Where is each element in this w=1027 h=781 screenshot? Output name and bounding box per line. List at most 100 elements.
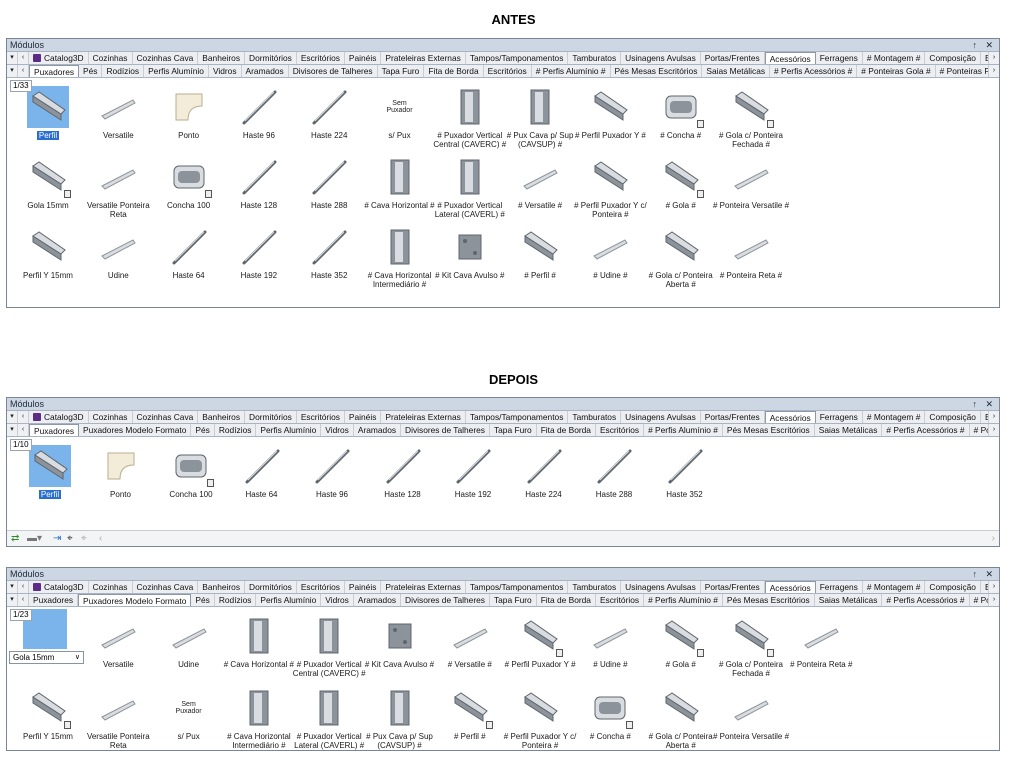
catalog-item-perfil-puxador-y[interactable]: # Perfil Puxador Y # <box>571 86 649 140</box>
tab-catalog3d[interactable]: Catalog3D <box>29 581 89 593</box>
scroll-left-icon[interactable]: ‹ <box>18 52 29 64</box>
catalog-item-versatile-ponteira-reta[interactable]: Versatile Ponteira Reta <box>79 156 157 220</box>
scroll-right-icon[interactable]: › <box>988 581 999 593</box>
catalog-item-gola-c-ponteira-aberta[interactable]: # Gola c/ Ponteira Aberta # <box>642 687 720 750</box>
scroll-right-icon[interactable]: › <box>991 533 995 544</box>
tab-ponteiras-perfil-y[interactable]: # Ponteiras Perfil Y # <box>935 65 999 77</box>
tab-montagem[interactable]: # Montagem # <box>862 581 926 593</box>
tab-prateleiras-externas[interactable]: Prateleiras Externas <box>381 52 466 64</box>
dropdown-icon[interactable]: ▾ <box>7 594 18 606</box>
tab-perfis-alum-nio[interactable]: # Perfis Alumínio # <box>531 65 611 77</box>
catalog-item-versatile[interactable]: Versatile <box>79 86 157 140</box>
tab-fita-de-borda[interactable]: Fita de Borda <box>536 594 596 606</box>
tab-pain-is[interactable]: Painéis <box>344 52 382 64</box>
dropdown-badge-icon[interactable] <box>696 649 704 657</box>
catalog-item-haste-352[interactable]: Haste 352 <box>290 226 368 280</box>
tab-dormit-rios[interactable]: Dormitórios <box>245 52 297 64</box>
dropdown-badge-icon[interactable] <box>64 721 71 729</box>
tab-puxadores[interactable]: Puxadores <box>29 65 80 77</box>
dropdown-badge-icon[interactable] <box>207 479 214 487</box>
catalog-item-haste-192[interactable]: Haste 192 <box>220 226 298 280</box>
catalog-item-ponteira-versatile[interactable]: # Ponteira Versatile # <box>712 156 790 210</box>
catalog-item-gola[interactable]: # Gola # <box>642 615 720 669</box>
catalog-item-perfil-puxador-y-c-ponteira[interactable]: # Perfil Puxador Y c/ Ponteira # <box>501 687 579 750</box>
catalog-item-ponto[interactable]: Ponto <box>150 86 228 140</box>
tab-cozinhas-cava[interactable]: Cozinhas Cava <box>132 411 199 423</box>
tab-divisores-de-talheres[interactable]: Divisores de Talheres <box>288 65 378 77</box>
scroll-left-icon[interactable]: ‹ <box>18 411 29 423</box>
tab-perfis-acess-rios[interactable]: # Perfis Acessórios # <box>882 594 970 606</box>
catalog-item-puxador-vertical-lateral-caverl[interactable]: # Puxador Vertical Lateral (CAVERL) # <box>290 687 368 750</box>
refresh-icon[interactable]: ⇄ <box>11 533 20 544</box>
catalog-item-cava-horizontal[interactable]: # Cava Horizontal # <box>361 156 439 210</box>
tab-escrit-rios[interactable]: Escritórios <box>296 411 345 423</box>
tab-acess-rios[interactable]: Acessórios <box>764 411 816 423</box>
catalog-item-haste-288[interactable]: Haste 288 <box>575 445 653 499</box>
tab-perfis-alum-nio[interactable]: # Perfis Alumínio # <box>644 594 723 606</box>
catalog-item-kit-cava-avulso[interactable]: # Kit Cava Avulso # <box>431 226 509 280</box>
dropdown-badge-icon[interactable] <box>696 120 704 128</box>
tab-tampos-tamponamentos[interactable]: Tampos/Tamponamentos <box>465 52 569 64</box>
tab-vidros[interactable]: Vidros <box>321 424 354 436</box>
tab-p-s[interactable]: Pés <box>79 65 103 77</box>
dropdown-badge-icon[interactable] <box>556 649 564 657</box>
tab-tamburatos[interactable]: Tamburatos <box>568 411 622 423</box>
catalog-item-cava-horizontal[interactable]: # Cava Horizontal # <box>220 615 298 669</box>
tab-cozinhas-cava[interactable]: Cozinhas Cava <box>132 52 199 64</box>
tab-montagem[interactable]: # Montagem # <box>862 411 926 423</box>
catalog-item-haste-64[interactable]: Haste 64 <box>223 445 301 499</box>
catalog-item-cava-horizontal-intermedi-rio[interactable]: # Cava Horizontal Intermediário # <box>361 226 439 290</box>
catalog-item-gola-c-ponteira-fechada[interactable]: # Gola c/ Ponteira Fechada # <box>712 86 790 150</box>
catalog-item-concha-100[interactable]: Concha 100 <box>150 156 228 210</box>
scroll-right-icon[interactable]: › <box>988 594 999 606</box>
tab-escrit-rios[interactable]: Escritórios <box>483 65 532 77</box>
tab-aramados[interactable]: Aramados <box>353 424 402 436</box>
tab-ferragens[interactable]: Ferragens <box>815 411 863 423</box>
tab-tampos-tamponamentos[interactable]: Tampos/Tamponamentos <box>465 411 569 423</box>
scroll-left-icon[interactable]: ‹ <box>18 424 29 436</box>
dropdown-badge-icon[interactable] <box>485 721 493 729</box>
catalog-item-puxador-vertical-central-caverc[interactable]: # Puxador Vertical Central (CAVERC) # <box>290 615 368 679</box>
dropdown-icon[interactable]: ▾ <box>7 52 18 64</box>
catalog-item-haste-352[interactable]: Haste 352 <box>646 445 724 499</box>
tab-perfis-acess-rios[interactable]: # Perfis Acessórios # <box>882 424 970 436</box>
catalog-item-haste-224[interactable]: Haste 224 <box>290 86 368 140</box>
catalog-item-haste-128[interactable]: Haste 128 <box>364 445 442 499</box>
dropdown-icon[interactable]: ▾ <box>7 581 18 593</box>
scroll-right-icon[interactable]: › <box>988 52 999 64</box>
tab-dormit-rios[interactable]: Dormitórios <box>245 411 297 423</box>
tab-usinagens-avulsas[interactable]: Usinagens Avulsas <box>621 52 701 64</box>
catalog-item-haste-192[interactable]: Haste 192 <box>434 445 512 499</box>
tab-catalog3d[interactable]: Catalog3D <box>29 52 89 64</box>
tab-saias-met-licas[interactable]: Saias Metálicas <box>814 594 883 606</box>
tab-pain-is[interactable]: Painéis <box>344 581 382 593</box>
tab-banheiros[interactable]: Banheiros <box>198 52 246 64</box>
tab-cozinhas[interactable]: Cozinhas <box>88 581 133 593</box>
window-controls[interactable]: ↑ ✕ <box>972 399 996 409</box>
catalog-item-ponteira-reta[interactable]: # Ponteira Reta # <box>712 226 790 280</box>
tab-prateleiras-externas[interactable]: Prateleiras Externas <box>381 581 466 593</box>
catalog-item-perfil-puxador-y-c-ponteira[interactable]: # Perfil Puxador Y c/ Ponteira # <box>571 156 649 220</box>
tab-banheiros[interactable]: Banheiros <box>198 581 246 593</box>
tab-tamburatos[interactable]: Tamburatos <box>568 581 622 593</box>
tab-acess-rios[interactable]: Acessórios <box>764 581 816 593</box>
tab-cozinhas[interactable]: Cozinhas <box>88 52 133 64</box>
tab-vidros[interactable]: Vidros <box>208 65 242 77</box>
catalog-item-udine[interactable]: Udine <box>150 615 228 669</box>
tab-acess-rios[interactable]: Acessórios <box>764 52 816 64</box>
tab-banheiros[interactable]: Banheiros <box>198 411 246 423</box>
catalog-item-perfil[interactable]: # Perfil # <box>431 687 509 741</box>
catalog-item-udine[interactable]: # Udine # <box>571 226 649 280</box>
tab-montagem[interactable]: # Montagem # <box>862 52 926 64</box>
dropdown-badge-icon[interactable] <box>767 649 774 657</box>
binoculars-icon[interactable]: ⌖ <box>67 533 73 544</box>
dropdown-icon[interactable]: ▾ <box>7 411 18 423</box>
tab-rod-zios[interactable]: Rodízios <box>214 594 257 606</box>
tab-ferragens[interactable]: Ferragens <box>815 52 863 64</box>
catalog-item-gola-c-ponteira-fechada[interactable]: # Gola c/ Ponteira Fechada # <box>712 615 790 679</box>
catalog-item-perfil[interactable]: Perfil <box>9 86 87 140</box>
dropdown-badge-icon[interactable] <box>767 120 774 128</box>
catalog-item-haste-96[interactable]: Haste 96 <box>220 86 298 140</box>
tab-aramados[interactable]: Aramados <box>353 594 402 606</box>
